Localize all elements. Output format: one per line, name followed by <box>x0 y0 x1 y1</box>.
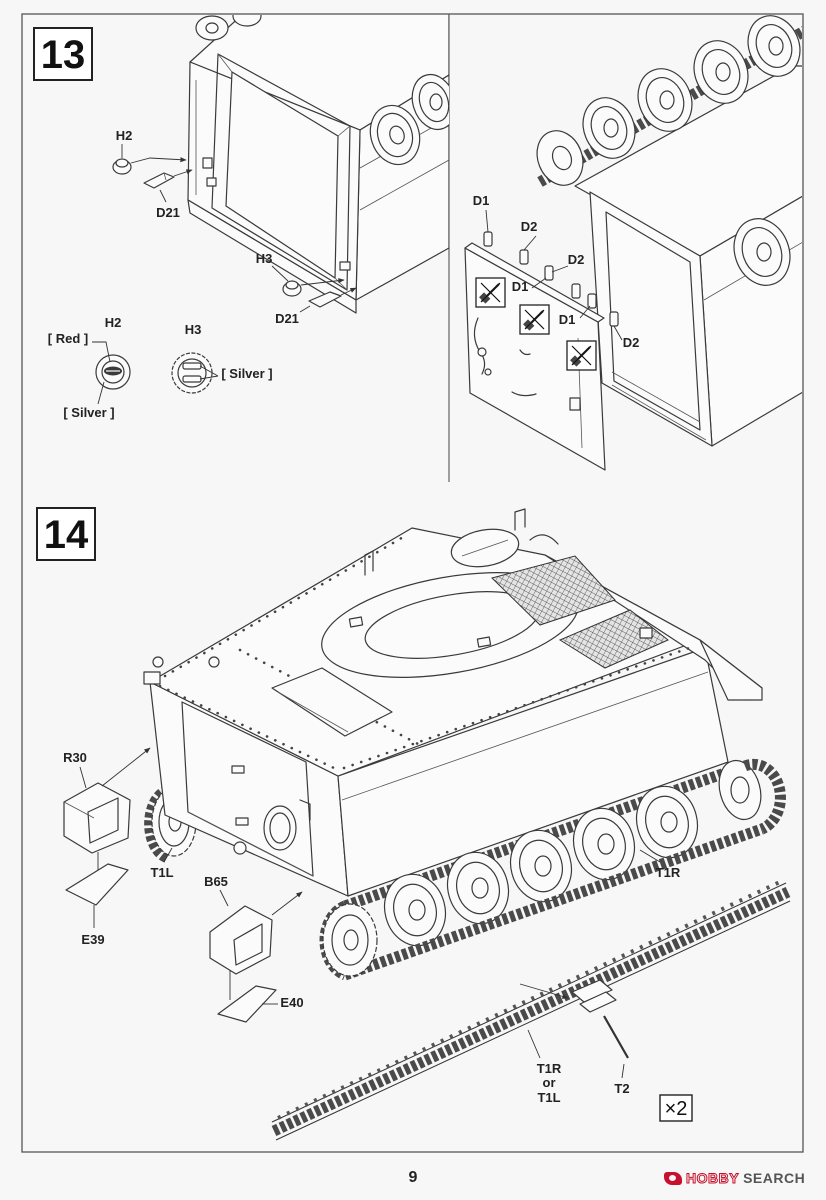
watermark-brand-left: HOBBY <box>685 1170 740 1187</box>
label-t2: T2 <box>614 1081 629 1096</box>
label-t1l-group: T1L <box>150 847 174 880</box>
roadwheel-icon <box>536 130 584 186</box>
roadwheel-icon <box>509 829 573 903</box>
label-d1-c: D1 <box>559 312 576 327</box>
label-r30: R30 <box>63 750 87 765</box>
roadwheel-icon <box>383 873 447 947</box>
paint-label-h3: H3 <box>185 322 202 337</box>
label-d1-b: D1 <box>512 279 529 294</box>
roadwheel-icon <box>637 68 693 132</box>
label-h2: H2 <box>116 128 133 143</box>
quantity-label: ×2 <box>665 1098 688 1120</box>
label-b65: B65 <box>204 874 228 889</box>
step13-left-hull-drawing <box>187 15 449 314</box>
roadwheel-icon <box>572 807 636 881</box>
part-e40: E40 <box>217 970 304 1023</box>
roadwheel-icon <box>582 97 636 159</box>
label-d21-lower: D21 <box>275 311 299 326</box>
step14-number: 14 <box>44 513 89 557</box>
label-d2-a: D2 <box>521 219 538 234</box>
step13-number-box: 13 <box>33 27 93 81</box>
ramp-hinge-parts: D1 D2 D2 D1 D1 D2 <box>473 193 640 350</box>
roadwheel-icon <box>733 218 791 286</box>
label-track-choice-t1l: T1L <box>537 1090 560 1105</box>
label-d2-c: D2 <box>623 335 640 350</box>
sprocket-icon <box>322 903 378 977</box>
roadwheel-icon <box>411 73 449 131</box>
roadwheel-icon <box>446 851 510 925</box>
label-d2-b: D2 <box>568 252 585 267</box>
no-glue-icon <box>566 340 597 371</box>
part-e39: E39 <box>65 852 129 947</box>
roadwheel-icon <box>747 15 801 77</box>
part-h2-upper: H2 <box>112 128 187 175</box>
label-d1-a: D1 <box>473 193 490 208</box>
hobby-search-logo-icon <box>664 1171 682 1185</box>
label-t1r: T1R <box>656 865 681 880</box>
label-e39: E39 <box>81 932 104 947</box>
label-h3: H3 <box>256 251 273 266</box>
paint-guide-h3: H3 [ Silver ] <box>171 322 273 394</box>
paint-color-silver-h2: [ Silver ] <box>63 405 114 420</box>
part-d21-upper: D21 <box>143 169 193 220</box>
quantity-box: ×2 <box>659 1094 693 1122</box>
label-d21-upper: D21 <box>156 205 180 220</box>
step13-number: 13 <box>41 33 86 77</box>
paint-label-h2: H2 <box>105 315 122 330</box>
step14-vehicle-drawing <box>143 508 786 981</box>
paint-color-red: [ Red ] <box>48 331 88 346</box>
label-t1l: T1L <box>150 865 173 880</box>
label-e40: E40 <box>280 995 303 1010</box>
roadwheel-icon <box>693 40 749 104</box>
label-track-choice-t1r: T1R <box>537 1061 562 1076</box>
part-h3: H3 <box>256 251 345 297</box>
part-b65: B65 <box>204 874 303 975</box>
no-glue-icon <box>475 277 506 308</box>
step14-number-box: 14 <box>36 507 96 561</box>
roadwheel-icon <box>635 785 699 859</box>
track-link-detail <box>519 979 617 1013</box>
roadwheel-icon <box>369 104 421 166</box>
step13-right-ramp-drawing <box>464 15 802 471</box>
idler-wheel-icon <box>718 759 762 821</box>
watermark: HOBBY SEARCH <box>664 1168 805 1188</box>
track-run-drawing: T2 T1R or T1L <box>271 878 791 1141</box>
label-t1r-group: T1R <box>639 849 681 880</box>
part-d21-lower: D21 <box>275 287 357 326</box>
watermark-brand-right: SEARCH <box>743 1170 806 1186</box>
paint-guide-h2: H2 [ Red ] [ Silver ] <box>48 315 131 420</box>
page-number: 9 <box>409 1169 418 1186</box>
no-glue-icon <box>519 304 550 335</box>
label-track-choice-or: or <box>543 1075 556 1090</box>
part-r30: R30 <box>63 747 151 854</box>
paint-color-silver-h3: [ Silver ] <box>221 366 272 381</box>
track-pin-t2: T2 <box>603 1015 630 1096</box>
page-frame <box>21 13 804 1153</box>
